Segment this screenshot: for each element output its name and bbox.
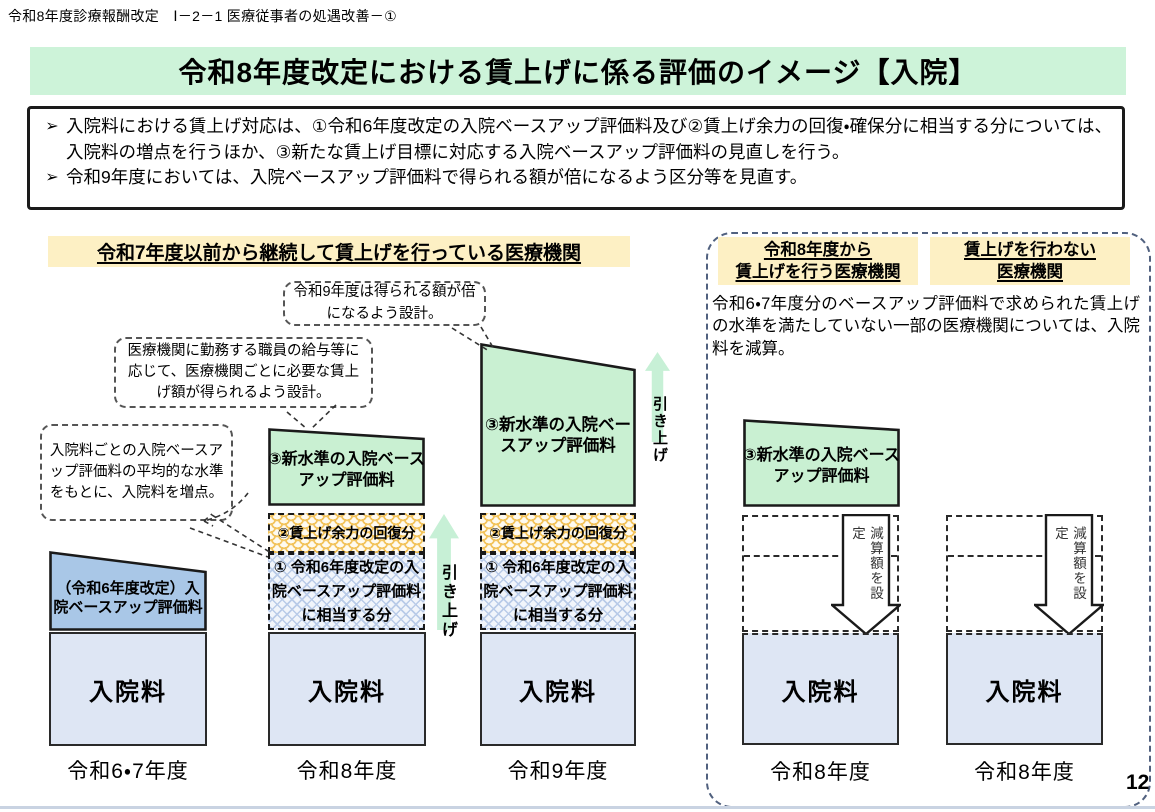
bar-r67-inpatient-fee: 入院料 [49, 632, 207, 746]
bar-r8-equivalent-box: ① 令和6年度改定の入院ベースアップ評価料に相当する分 [268, 553, 425, 630]
bar-r8-new-baseup-box: ③新水準の入院ベースアップ評価料 [268, 428, 425, 506]
deduction-mid-line [948, 555, 1101, 557]
raise-arrow-label: 引き上げ [651, 396, 668, 464]
bar-r67-year-label: 令和6・7年度 [67, 760, 189, 783]
tab-line: 医療機関 [997, 263, 1063, 281]
summary-box: ➢ 入院料における賃上げ対応は、①令和6年度改定の入院ベースアップ評価料及び②賃… [27, 106, 1125, 210]
bar-r8-inpatient-fee: 入院料 [268, 632, 426, 746]
slanted-box-shape [49, 551, 207, 631]
tab-raise-from-r8: 令和8年度から 賃上げを行う医療機関 [718, 237, 918, 285]
right-panel-description: 令和6・7年度分のベースアップ評価料で求められた賃上げの水準を満たしていない一部… [712, 295, 1140, 358]
deduction-arrow-label: 減算額を設定 [1053, 526, 1086, 601]
left-section-heading-text: 令和7年度以前から継続して賃上げを行っている医療機関 [96, 243, 582, 264]
deduction-down-arrow: 減算額を設定 [831, 514, 901, 636]
bubble-average-level: 入院料ごとの入院ベースアップ評価料の平均的な水準をもとに、入院料を増点。 [40, 424, 233, 521]
bar-r8-new-baseup-label: ③新水準の入院ベースアップ評価料 [268, 451, 425, 489]
bar-r8-recovery-box: ②賃上げ余力の回復分 [268, 513, 425, 553]
page-title: 令和8年度改定における賃上げに係る評価のイメージ【入院】 [30, 47, 1126, 95]
bar-r9-new-baseup-box: ③新水準の入院ベースアップ評価料 [480, 343, 636, 507]
bullet-arrow-icon: ➢ [45, 118, 59, 135]
bar-right1-inpatient-fee: 入院料 [742, 633, 899, 745]
left-section-heading: 令和7年度以前から継続して賃上げを行っている医療機関 [48, 236, 630, 267]
deduction-mid-line [744, 555, 897, 557]
deduction-down-arrow: 減算額を設定 [1034, 514, 1104, 636]
summary-bullet: ➢ 令和9年度においては、入院ベースアップ評価料で得られる額が倍になるよう区分等… [38, 165, 1112, 191]
raise-arrow-label: 引き上げ [439, 564, 456, 640]
bar-right2-year-label: 令和8年度 [974, 761, 1075, 784]
bubble-r9-design: 令和9年度は得られる額が倍になるよう設計。 [283, 281, 486, 326]
bar-r67-baseup-label: （令和6年度改定）入院ベースアップ評価料 [53, 579, 203, 617]
bar-right1-new-baseup-box: ③新水準の入院ベースアップ評価料 [743, 419, 900, 507]
page-number: 12 [1126, 771, 1150, 794]
tab-no-raise: 賃上げを行わない 医療機関 [930, 237, 1130, 285]
summary-bullet-text: 令和9年度においては、入院ベースアップ評価料で得られる額が倍になるよう区分等を見… [66, 167, 808, 188]
down-arrow-shape [1034, 514, 1104, 636]
deduction-arrow-label: 減算額を設定 [850, 526, 883, 601]
down-arrow-shape [831, 514, 901, 636]
tab-line: 賃上げを行わない [964, 240, 1096, 259]
bar-right2-inpatient-fee: 入院料 [946, 633, 1103, 745]
summary-bullet: ➢ 入院料における賃上げ対応は、①令和6年度改定の入院ベースアップ評価料及び②賃… [38, 114, 1112, 165]
bar-right1-new-baseup-label: ③新水準の入院ベースアップ評価料 [743, 447, 900, 485]
bar-r9-year-label: 令和9年度 [507, 760, 609, 783]
bottom-divider [0, 806, 1155, 809]
bar-right1-year-label: 令和8年度 [770, 761, 871, 784]
slanted-box-shape [268, 428, 425, 506]
bullet-arrow-icon: ➢ [45, 169, 59, 187]
tab-line: 令和8年度から [763, 240, 873, 259]
tab-line: 賃上げを行う医療機関 [735, 263, 901, 281]
summary-bullet-text: 入院料における賃上げ対応は、①令和6年度改定の入院ベースアップ評価料及び②賃上げ… [66, 116, 1112, 162]
bubble-wage-design: 医療機関に勤務する職員の給与等に応じて、医療機関ごとに必要な賃上げ額が得られるよ… [114, 337, 373, 408]
bar-r67-baseup-box: （令和6年度改定）入院ベースアップ評価料 [49, 551, 207, 631]
bar-r9-equivalent-box: ① 令和6年度改定の入院ベースアップ評価料に相当する分 [480, 553, 636, 630]
bar-r9-new-baseup-label: ③新水準の入院ベースアップ評価料 [485, 415, 631, 455]
bar-r9-inpatient-fee: 入院料 [480, 632, 636, 746]
slanted-box-shape [480, 343, 636, 507]
bar-r8-year-label: 令和8年度 [296, 760, 398, 783]
bar-r9-recovery-box: ②賃上げ余力の回復分 [480, 513, 636, 553]
slide-header-text: 令和8年度診療報酬改定 Ⅰ－2－1 医療従事者の処遇改善－① [8, 8, 397, 24]
slanted-box-shape [743, 419, 900, 507]
